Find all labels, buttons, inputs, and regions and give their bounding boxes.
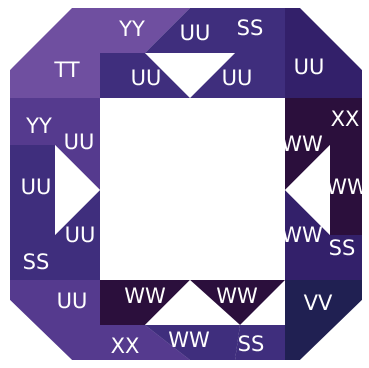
tile-label: WW	[168, 328, 210, 352]
tile-label: YY	[118, 17, 145, 41]
tile-label: UU	[222, 66, 253, 90]
tile-label: WW	[216, 284, 258, 308]
tile-label: UU	[294, 55, 325, 79]
tile-label: UU	[131, 66, 162, 90]
tile-label: SS	[23, 250, 50, 274]
tile-label: WW	[281, 132, 323, 156]
tile-label: WW	[281, 223, 323, 247]
tile-label: VV	[304, 291, 333, 315]
tile-label: UU	[64, 130, 95, 154]
tile-label: WW	[326, 175, 368, 199]
tile-label: UU	[57, 289, 88, 313]
tile-label: TT	[53, 58, 79, 82]
tile-label: WW	[124, 284, 166, 308]
tile-label: XX	[111, 334, 140, 358]
tile-label: SS	[329, 236, 356, 260]
tile-label: XX	[331, 107, 360, 131]
tile-label: SS	[237, 16, 264, 40]
tile-label: UU	[21, 175, 52, 199]
tile-label: SS	[238, 332, 265, 356]
center-square	[100, 98, 285, 280]
tile-label: UU	[65, 223, 96, 247]
tile-label: YY	[25, 114, 52, 138]
tile-label: UU	[180, 21, 211, 45]
